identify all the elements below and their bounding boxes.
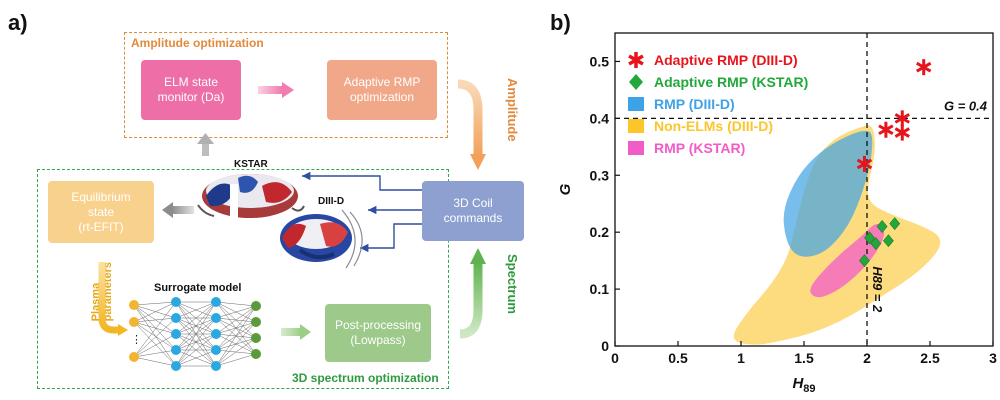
arrow-left-to-equilibrium xyxy=(162,202,194,218)
x-tick-label: 1.5 xyxy=(794,350,814,366)
diiid-label: DIII-D xyxy=(318,196,345,207)
point-adaptive-rmp-kstar xyxy=(859,254,870,268)
region-rmp-kstar xyxy=(810,223,885,298)
x-axis-label-sub: 89 xyxy=(803,383,815,395)
legend: Adaptive RMP (DIII-D) Adaptive RMP (KSTAR… xyxy=(628,52,808,156)
legend-marker-diamond xyxy=(629,74,643,90)
g-threshold-label: G = 0.4 xyxy=(944,98,988,113)
spectrum-side-label: Spectrum xyxy=(505,254,520,314)
panel-a: a) Amplitude optimization ELM state moni… xyxy=(8,10,524,389)
y-axis-label: G xyxy=(557,183,574,195)
spectrum-optimization-title: 3D spectrum optimization xyxy=(292,371,439,385)
arrow-nn-to-post-processing xyxy=(281,324,311,340)
h89-threshold-label: H89 = 2 xyxy=(870,266,885,313)
legend-label: RMP (KSTAR) xyxy=(654,140,745,156)
region-rmp-diii-d xyxy=(783,130,873,257)
amplitude-side-label: Amplitude xyxy=(505,78,520,142)
y-tick-label: 0 xyxy=(601,338,609,354)
point-adaptive-rmp-kstar xyxy=(870,237,882,251)
point-adaptive-rmp-kstar xyxy=(876,220,888,233)
asterisk-stroke xyxy=(894,113,910,124)
x-axis-label: H89 xyxy=(792,375,815,395)
legend-label: Adaptive RMP (KSTAR) xyxy=(654,74,808,90)
amplitude-optimization-title: Amplitude optimization xyxy=(131,36,264,50)
point-adaptive-rmp-kstar xyxy=(889,217,901,231)
point-adaptive-rmp-diiid xyxy=(894,124,910,141)
coil-command-arrows xyxy=(302,171,422,253)
point-adaptive-rmp-diiid xyxy=(916,59,932,76)
asterisk-stroke xyxy=(856,158,873,170)
amplitude-optimization-frame xyxy=(124,32,448,138)
amplitude-curved-arrow xyxy=(457,79,486,170)
legend-label: Non-ELMs (DIII-D) xyxy=(654,118,773,134)
coil-commands-box: 3D Coil commands xyxy=(422,181,524,241)
y-tick-label: 0.3 xyxy=(590,167,610,183)
y-tick-label: 0.2 xyxy=(590,224,610,240)
legend-marker-asterisk xyxy=(628,52,644,68)
x-tick-label: 2 xyxy=(863,350,871,366)
point-adaptive-rmp-kstar xyxy=(883,234,894,248)
svg-text:⋮: ⋮ xyxy=(131,334,142,346)
spectrum-curved-arrow xyxy=(459,248,486,339)
panel-a-label: a) xyxy=(8,10,28,35)
point-adaptive-rmp-diiid xyxy=(878,121,894,138)
elm-state-monitor-box: ELM state monitor (Da) xyxy=(141,60,241,120)
asterisk-stroke xyxy=(628,54,644,66)
post-processing-box: Post-processing (Lowpass) xyxy=(325,304,431,362)
x-tick-label: 0.5 xyxy=(668,350,688,366)
legend-label: RMP (DIII-D) xyxy=(654,96,735,112)
x-tick-label: 1 xyxy=(737,350,745,366)
arrow-up-to-elm xyxy=(197,133,214,156)
x-tick-label: 0 xyxy=(611,350,619,366)
panel-a-graphics: ⋮ xyxy=(98,79,486,371)
y-tick-label: 0.1 xyxy=(590,281,610,297)
point-adaptive-rmp-diiid xyxy=(856,155,873,172)
legend-marker-square xyxy=(628,97,644,111)
x-tick-label: 2.5 xyxy=(920,350,940,366)
equilibrium-state-box: Equilibrium state (rt-EFIT) xyxy=(48,181,154,243)
surrogate-neural-network: ⋮ xyxy=(129,297,261,371)
y-tick-label: 0.4 xyxy=(590,110,610,126)
adaptive-rmp-optimization-box: Adaptive RMP optimization xyxy=(327,60,437,120)
diiid-tokamak-illustration xyxy=(280,209,363,269)
asterisk-stroke xyxy=(878,124,894,136)
point-adaptive-rmp-kstar xyxy=(864,231,875,245)
arrow-elm-to-rmp xyxy=(258,82,294,98)
panel-b-label: b) xyxy=(550,10,571,35)
spectrum-optimization-frame xyxy=(37,169,449,389)
point-adaptive-rmp-diiid xyxy=(894,110,910,127)
legend-label: Adaptive RMP (DIII-D) xyxy=(654,52,798,68)
legend-marker-square xyxy=(628,119,644,133)
surrogate-model-title: Surrogate model xyxy=(154,282,242,294)
asterisk-stroke xyxy=(894,127,910,138)
y-tick-label: 0.5 xyxy=(590,53,610,69)
kstar-tokamak-illustration xyxy=(197,174,305,218)
asterisk-stroke xyxy=(916,61,932,73)
x-tick-label: 3 xyxy=(989,350,997,366)
kstar-label: KSTAR xyxy=(234,159,268,170)
plasma-parameters-arrow xyxy=(98,262,128,336)
x-axis-label-main: H xyxy=(792,375,804,392)
legend-marker-square xyxy=(628,141,644,155)
